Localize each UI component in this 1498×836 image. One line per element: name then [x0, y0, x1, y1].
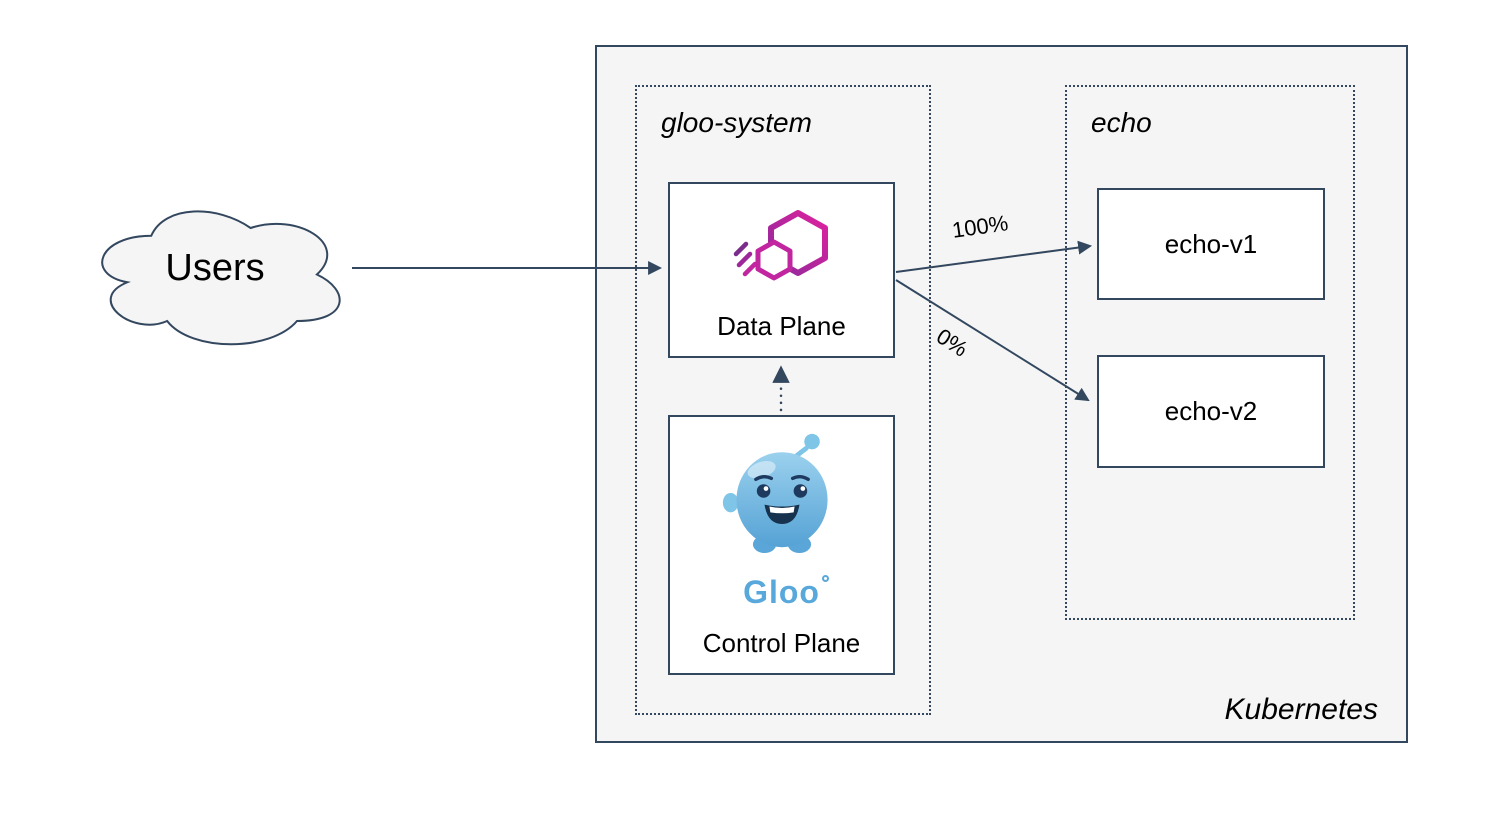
- namespace-echo-label: echo: [1091, 107, 1152, 138]
- namespace-echo-box: echo: [1065, 85, 1355, 620]
- gloo-wordmark: Gloo: [743, 573, 829, 610]
- kubernetes-label: Kubernetes: [1224, 693, 1378, 726]
- users-cloud-label: Users: [165, 247, 265, 289]
- gloo-gateway-icon: [733, 210, 828, 281]
- echo-v2-label: echo-v2: [1164, 396, 1258, 426]
- echo-v2-node: echo-v2: [1097, 355, 1325, 468]
- control-plane-node: Gloo Control Plane: [668, 415, 895, 675]
- gloo-mascot-icon: [722, 433, 828, 554]
- data-plane-node: Data Plane: [668, 182, 895, 358]
- gloo-wordmark-text: Gloo: [743, 573, 820, 610]
- echo-v1-label: echo-v1: [1164, 228, 1258, 259]
- data-plane-label: Data Plane: [717, 311, 846, 341]
- gloo-wordmark-bubble-icon: [821, 574, 829, 582]
- namespace-gloo-system-label: gloo-system: [661, 107, 812, 138]
- echo-v1-node: echo-v1: [1097, 188, 1325, 300]
- control-plane-label: Control Plane: [702, 628, 861, 658]
